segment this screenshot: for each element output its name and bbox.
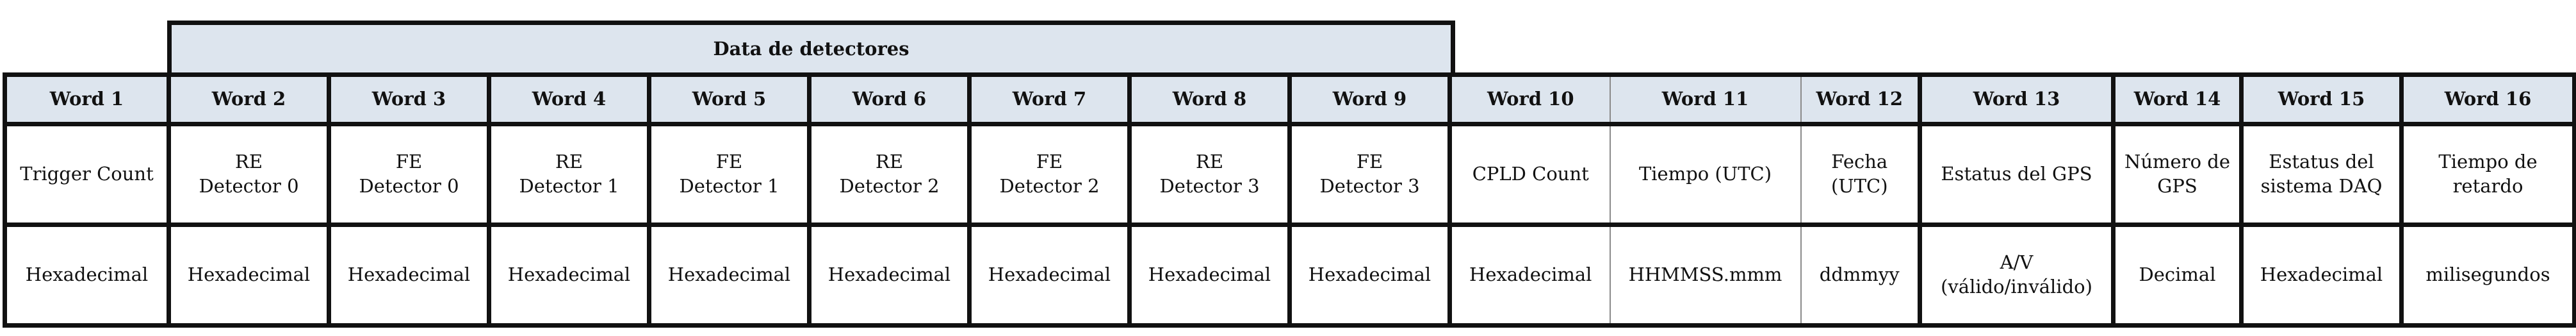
description-line: sistema DAQ [2260, 175, 2383, 197]
format-line: Hexadecimal [667, 264, 791, 286]
word-2-format: Hexadecimal [168, 224, 331, 326]
description-line: Número de [2124, 151, 2230, 173]
word-9-format: Hexadecimal [1289, 224, 1452, 326]
word-7-header: Word 7 [969, 74, 1132, 126]
format-line: Hexadecimal [347, 264, 471, 286]
word-4-format: Hexadecimal [489, 224, 651, 326]
word-6-header: Word 6 [809, 74, 972, 126]
word-12-header: Word 12 [1800, 74, 1922, 126]
description-line: Detector 2 [839, 175, 940, 197]
description-line: FE [715, 151, 743, 173]
description-line: Detector 0 [199, 175, 299, 197]
format-line: Hexadecimal [988, 264, 1111, 286]
description-line: FE [395, 151, 423, 173]
format-line: milisegundos [2425, 264, 2550, 286]
word-2-header: Word 2 [168, 74, 331, 126]
word-8-header: Word 8 [1129, 74, 1292, 126]
description-line: Tiempo de [2438, 151, 2538, 173]
word-12-format: ddmmyy [1800, 224, 1922, 326]
format-line: HHMMSS.mmm [1628, 264, 1782, 286]
format-line: ddmmyy [1819, 264, 1900, 286]
description-line: RE [234, 151, 263, 173]
format-line: Hexadecimal [2260, 264, 2383, 286]
description-line: FE [1036, 151, 1063, 173]
word-7-format: Hexadecimal [969, 224, 1132, 326]
description-line: Detector 0 [359, 175, 459, 197]
word-14-header: Word 14 [2113, 74, 2244, 126]
word-15-format: Hexadecimal [2241, 224, 2404, 326]
word-13-format: A/V(válido/inválido) [1920, 224, 2115, 326]
word-14-format: Decimal [2113, 224, 2244, 326]
format-line: Hexadecimal [187, 264, 311, 286]
description-line: FE [1356, 151, 1383, 173]
word-10-header: Word 10 [1449, 74, 1611, 126]
format-line: Hexadecimal [25, 264, 149, 286]
format-line: A/V [2000, 251, 2034, 274]
word-5-header: Word 5 [649, 74, 811, 126]
description-line: Fecha [1831, 151, 1888, 173]
format-line: (válido/inválido) [1941, 276, 2092, 298]
format-line: Decimal [2139, 264, 2216, 286]
description-line: GPS [2157, 175, 2197, 197]
group-header-data-de-detectores: Data de detectores [167, 21, 1455, 72]
description-line: Detector 3 [1319, 175, 1420, 197]
word-15-header: Word 15 [2241, 74, 2404, 126]
word-12-description: Fecha(UTC) [1800, 124, 1922, 227]
word-5-format: Hexadecimal [649, 224, 811, 326]
word-16-format: milisegundos [2402, 225, 2575, 326]
word-9-header: Word 9 [1289, 74, 1452, 126]
word-11-description: Tiempo (UTC) [1610, 124, 1802, 227]
description-line: (UTC) [1830, 175, 1888, 197]
word-11-header: Word 11 [1610, 74, 1802, 126]
word-1-header: Word 1 [4, 74, 171, 126]
word-1-format: Hexadecimal [4, 224, 171, 326]
description-line: RE [875, 151, 903, 173]
word-6-format: Hexadecimal [809, 224, 972, 326]
format-row: Hexadecimal Hexadecimal Hexadecimal Hexa… [4, 224, 2575, 326]
description-line: Estatus del GPS [1941, 163, 2092, 185]
description-line: Tiempo (UTC) [1638, 163, 1772, 185]
format-line: Hexadecimal [1469, 264, 1592, 286]
description-line: Estatus del [2269, 151, 2374, 173]
word-3-format: Hexadecimal [329, 224, 491, 326]
description-line: Detector 2 [999, 175, 1100, 197]
word-header-row: Word 1 Word 2 Word 3 Word 4 Word 5 Word … [4, 74, 2575, 126]
description-line: RE [1195, 151, 1223, 173]
group-header-label: Data de detectores [713, 38, 909, 60]
word-8-format: Hexadecimal [1129, 224, 1292, 326]
word-10-description: CPLD Count [1449, 124, 1611, 227]
format-line: Hexadecimal [1148, 264, 1271, 286]
description-line: RE [555, 151, 583, 173]
description-line: Trigger Count [20, 163, 154, 185]
word-16-header: Word 16 [2401, 74, 2575, 126]
word-4-header: Word 4 [489, 74, 651, 126]
format-line: Hexadecimal [1308, 264, 1431, 286]
word-1-description: Trigger Count [4, 124, 171, 227]
word-13-header: Word 13 [1920, 74, 2115, 126]
description-line: retardo [2452, 175, 2523, 197]
word-10-format: Hexadecimal [1449, 224, 1611, 326]
description-line: CPLD Count [1472, 163, 1589, 185]
word-3-header: Word 3 [329, 74, 491, 126]
word-13-description: Estatus del GPS [1920, 124, 2115, 227]
format-line: Hexadecimal [507, 264, 631, 286]
format-line: Hexadecimal [827, 264, 951, 286]
description-line: Detector 1 [519, 175, 619, 197]
word-11-format: HHMMSS.mmm [1610, 224, 1802, 326]
description-line: Detector 1 [679, 175, 779, 197]
description-line: Detector 3 [1159, 175, 1260, 197]
word-format-table: Word 1 Word 2 Word 3 Word 4 Word 5 Word … [3, 72, 2576, 328]
